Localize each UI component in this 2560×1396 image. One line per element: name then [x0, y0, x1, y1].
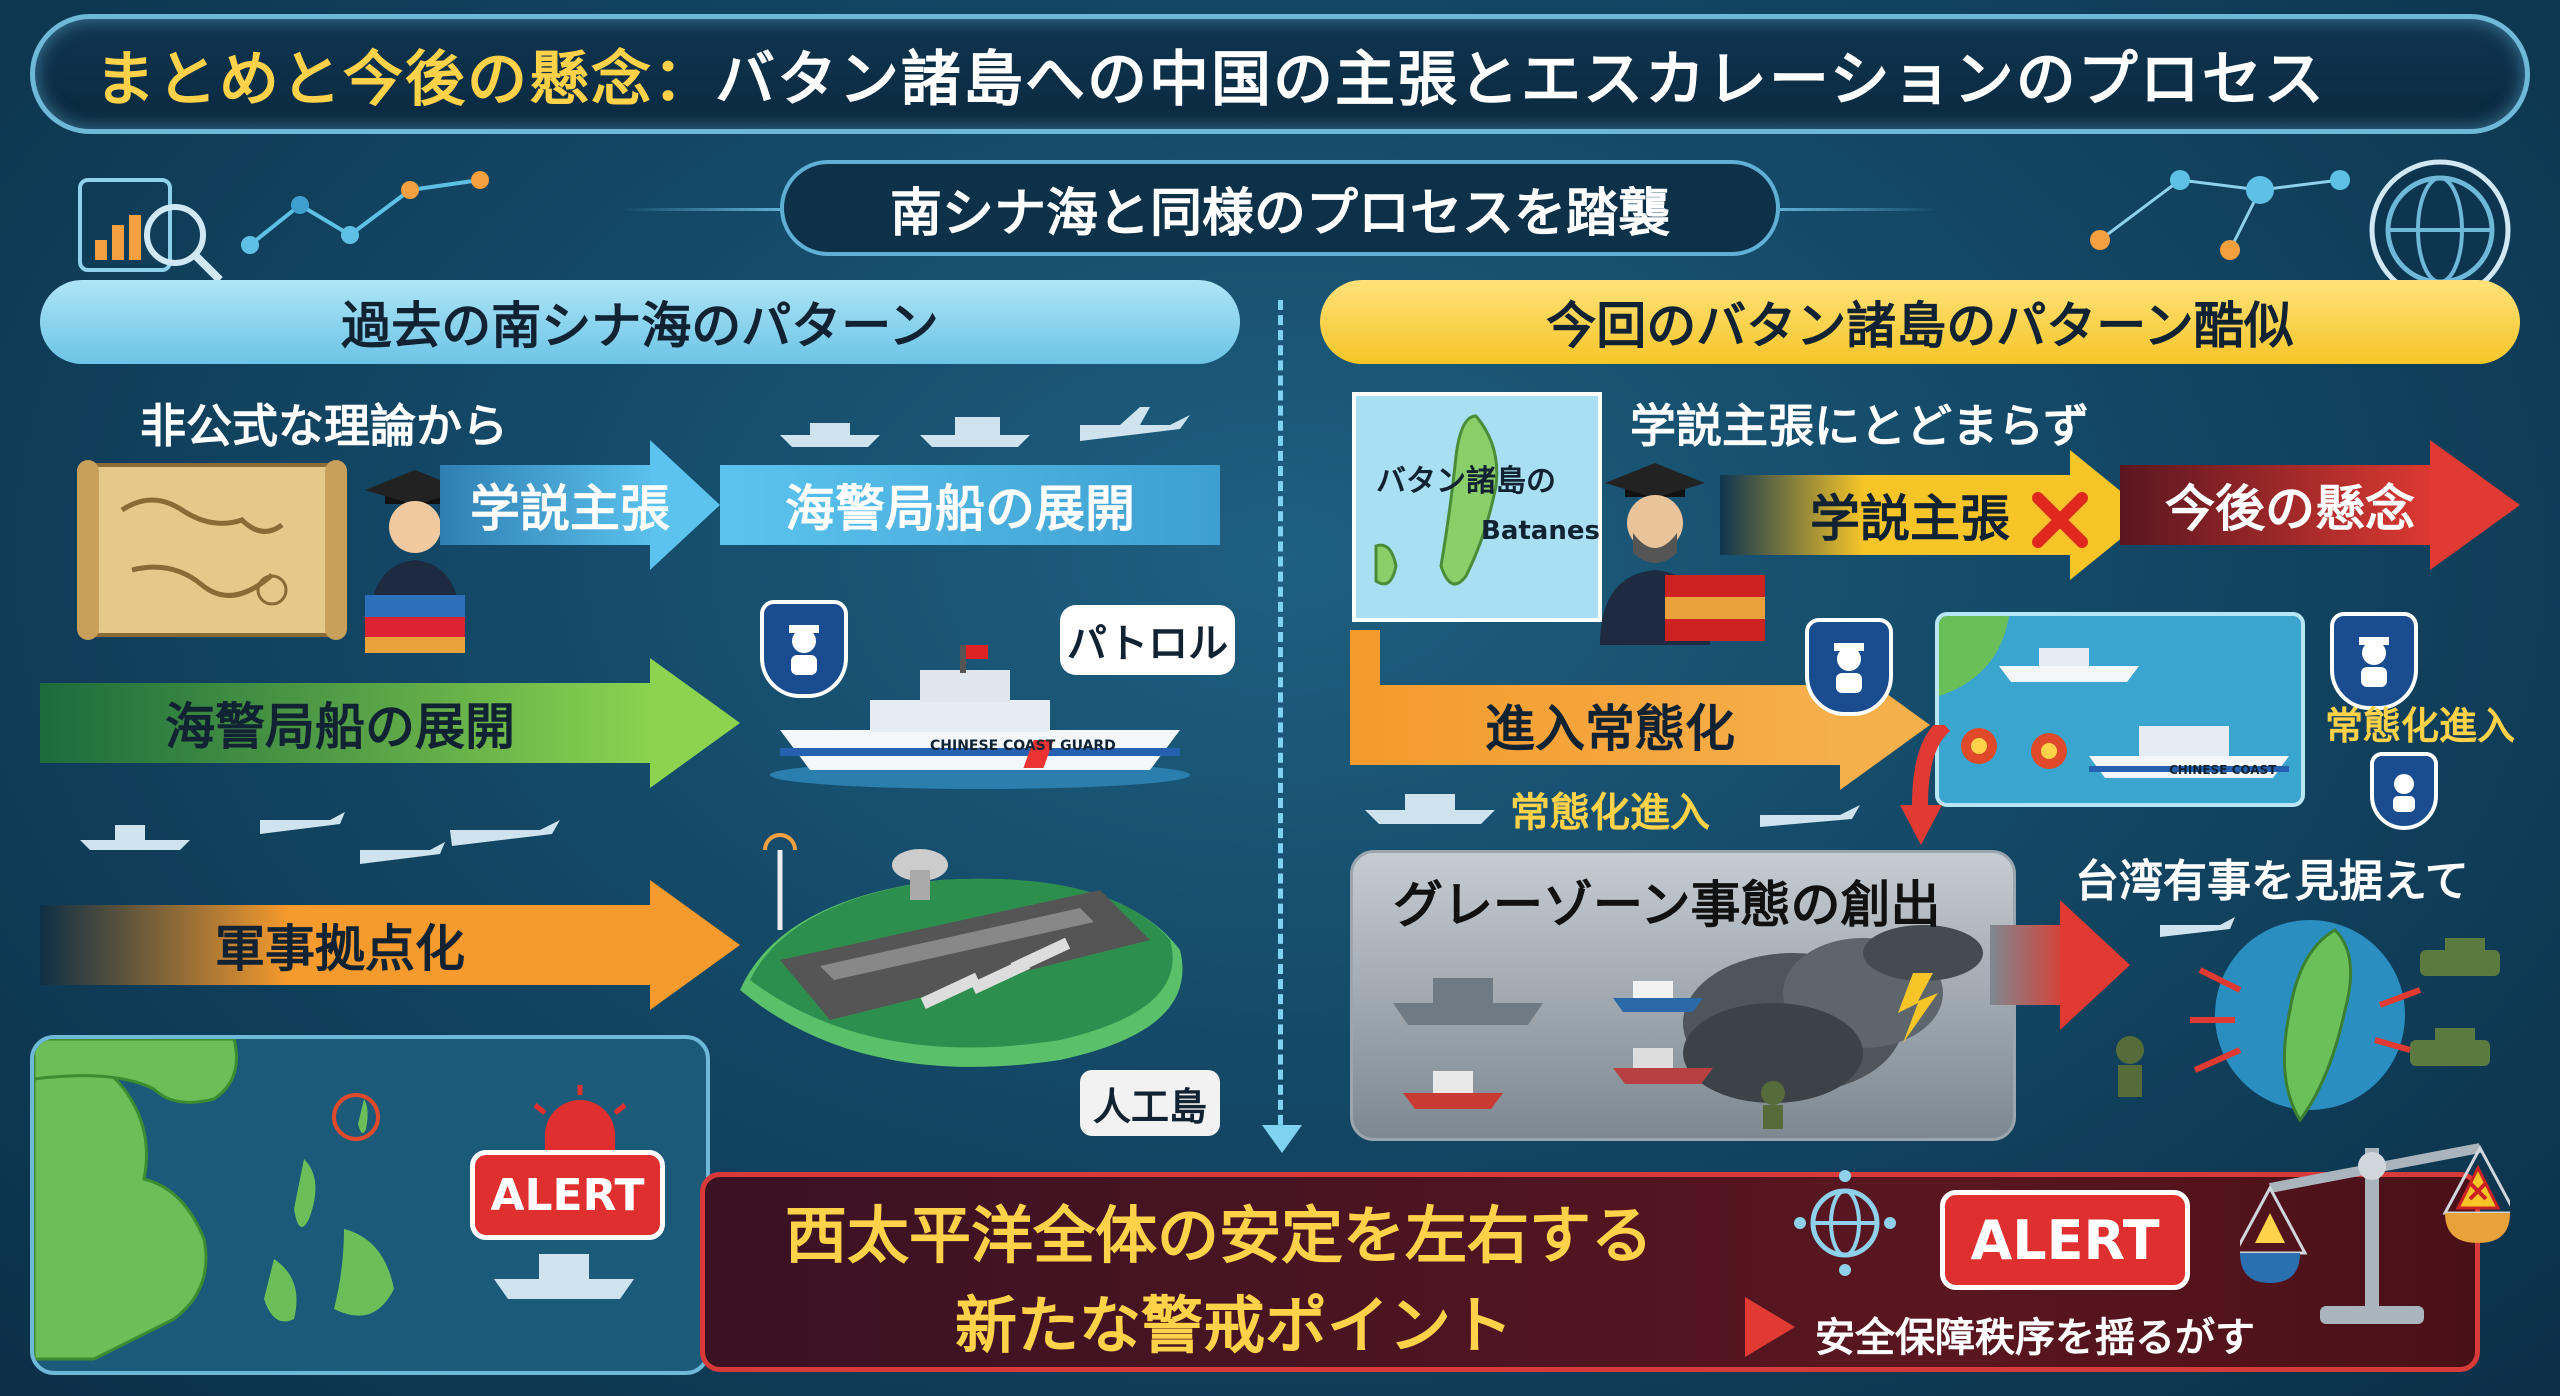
small-ship-icon — [1365, 794, 1495, 824]
scholar-right-icon — [1600, 463, 1765, 645]
right-arrow-concern-label: 今後の懸念 — [2165, 480, 2415, 538]
down-arrow-icon — [1900, 725, 1951, 845]
batanes-map: バタン諸島の Batanes — [1352, 392, 1602, 622]
right-beyond-label: 学説主張にとどまらず — [1630, 399, 2090, 453]
police-badge-icon — [760, 600, 848, 698]
analytics-icon — [78, 171, 489, 283]
ship-label: CHINESE COAST GUARD — [930, 738, 1116, 754]
grayzone-scene-icon — [1393, 925, 1983, 1129]
scholar-icon — [365, 470, 465, 653]
region-map-icon — [34, 1039, 634, 1361]
balance-scale-icon — [2240, 1143, 2510, 1324]
left-arrow-deploy-label: 海警局船の展開 — [165, 698, 515, 756]
right-arrow-claim-label: 学説主張 — [1810, 490, 2010, 548]
right-section-header: 今回のバタン諸島のパターン酷似 — [1320, 280, 2520, 364]
coast-ship-label: CHINESE COAST — [2169, 763, 2277, 777]
batanes-map-en: Batanes — [1481, 516, 1600, 546]
title-prefix: まとめと今後の懸念： — [95, 44, 715, 115]
police-badge-right-icon — [1805, 618, 1893, 716]
coast-guard-ships-icon: CHINESE COAST — [1939, 616, 2289, 778]
alert-tag-left: ALERT — [470, 1150, 665, 1240]
alert-side-text: 安全保障秩序を揺るがす — [1815, 1315, 2255, 1361]
region-map-panel — [30, 1035, 710, 1375]
title-main: バタン諸島への中国の主張とエスカレーションのプロセス — [715, 44, 2326, 115]
network-globe-small-icon — [1794, 1170, 1896, 1276]
right-arrow-concern: 今後の懸念 — [2120, 440, 2520, 570]
coast-guard-ship-icon: CHINESE COAST GUARD — [770, 645, 1190, 789]
cross-mark-icon — [2032, 492, 2088, 548]
police-badge-r2-icon — [2330, 612, 2418, 710]
subtitle-line-left — [620, 208, 780, 211]
taiwan-label: 台湾有事を見据えて — [2075, 856, 2469, 907]
left-arrow-militarize: 軍事拠点化 — [40, 880, 740, 1010]
subtitle-line-right — [1780, 208, 1940, 211]
left-section-header: 過去の南シナ海のパターン — [40, 280, 1240, 364]
patrol-bubble: パトロル — [1060, 605, 1235, 675]
island-label: 人工島 — [1080, 1070, 1220, 1136]
small-jet-icon — [1760, 805, 1860, 827]
aircraft-row-icon — [80, 812, 560, 864]
ships-planes-icon — [780, 407, 1190, 447]
left-arrow-militarize-label: 軍事拠点化 — [215, 920, 465, 978]
batanes-map-label: バタン諸島の — [1376, 464, 1556, 499]
left-arrow-coastguard-top-label: 海警局船の展開 — [785, 480, 1135, 538]
grayzone-panel: グレーゾーン事態の創出 — [1350, 850, 2016, 1141]
alert-banner: 西太平洋全体の安定を左右する 新たな警戒ポイント 安全保障秩序を揺るがす — [700, 1172, 2480, 1372]
police-badge-r3-icon — [2370, 752, 2438, 830]
entry-small-label: 常態化進入 — [1510, 790, 1710, 836]
coast-guard-panel: CHINESE COAST — [1935, 612, 2305, 807]
left-arrow-claim: 学説主張 — [440, 440, 720, 570]
divider-arrow-icon — [1262, 1125, 1302, 1153]
left-arrow-deploy: 海警局船の展開 — [40, 658, 740, 788]
left-arrow-claim-label: 学説主張 — [470, 480, 670, 538]
alert-line2: 新たな警戒ポイント — [955, 1289, 1514, 1362]
taiwan-arrow — [1990, 900, 2130, 1030]
alert-line1: 西太平洋全体の安定を左右する — [785, 1199, 1654, 1272]
map-scroll-icon — [77, 460, 347, 640]
right-arrow-entry-label: 進入常態化 — [1485, 700, 1735, 758]
grayzone-label: グレーゾーン事態の創出 — [1393, 876, 1941, 934]
left-arrow-coastguard-top: 海警局船の展開 — [720, 440, 1240, 570]
divider — [1278, 300, 1283, 1140]
play-arrow-icon — [1745, 1297, 1795, 1357]
subtitle: 南シナ海と同様のプロセスを踏襲 — [780, 160, 1780, 256]
entry-small-label-2: 常態化進入 — [2325, 704, 2516, 748]
artificial-island-icon — [740, 833, 1183, 1067]
left-start-label: 非公式な理論から — [140, 399, 508, 453]
alert-tag-right: ALERT — [1940, 1190, 2190, 1290]
taiwan-scene-icon — [2116, 917, 2500, 1123]
title-bar: まとめと今後の懸念： バタン諸島への中国の主張とエスカレーションのプロセス — [30, 14, 2530, 134]
batanes-island-icon — [1374, 414, 1499, 586]
